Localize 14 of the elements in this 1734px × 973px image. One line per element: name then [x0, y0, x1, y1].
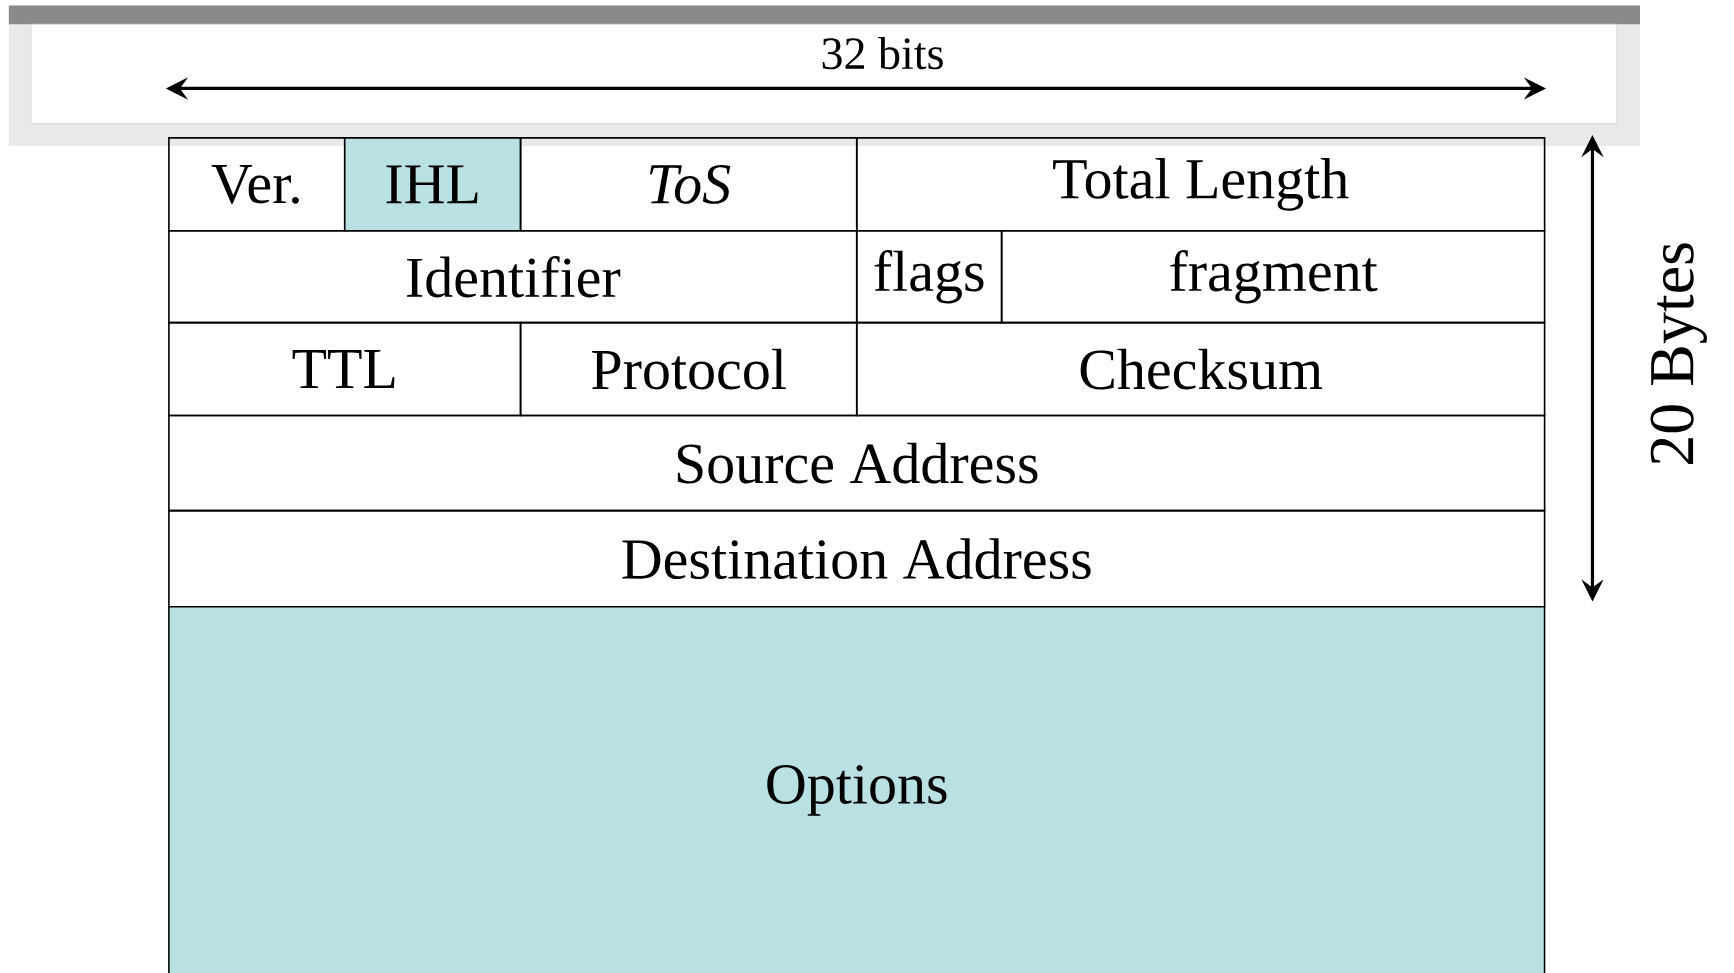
header-field: Total Length — [855, 137, 1546, 232]
header-field: Checksum — [855, 321, 1546, 417]
options-field: Options — [168, 606, 1546, 973]
header-field: Protocol — [519, 321, 858, 417]
header-field: ToS — [519, 137, 858, 232]
dimension-label: 32 bits — [822, 36, 943, 70]
header-field: Source Address — [168, 414, 1546, 512]
header-field: Identifier — [168, 230, 858, 324]
header-field: fragment — [1000, 230, 1546, 324]
dimension-label: 20 Bytes — [1650, 243, 1707, 464]
header-field: TTL — [168, 321, 522, 417]
header-field: Destination Address — [168, 509, 1546, 608]
header-field: IHL — [343, 137, 522, 232]
header-field: flags — [855, 230, 1003, 324]
